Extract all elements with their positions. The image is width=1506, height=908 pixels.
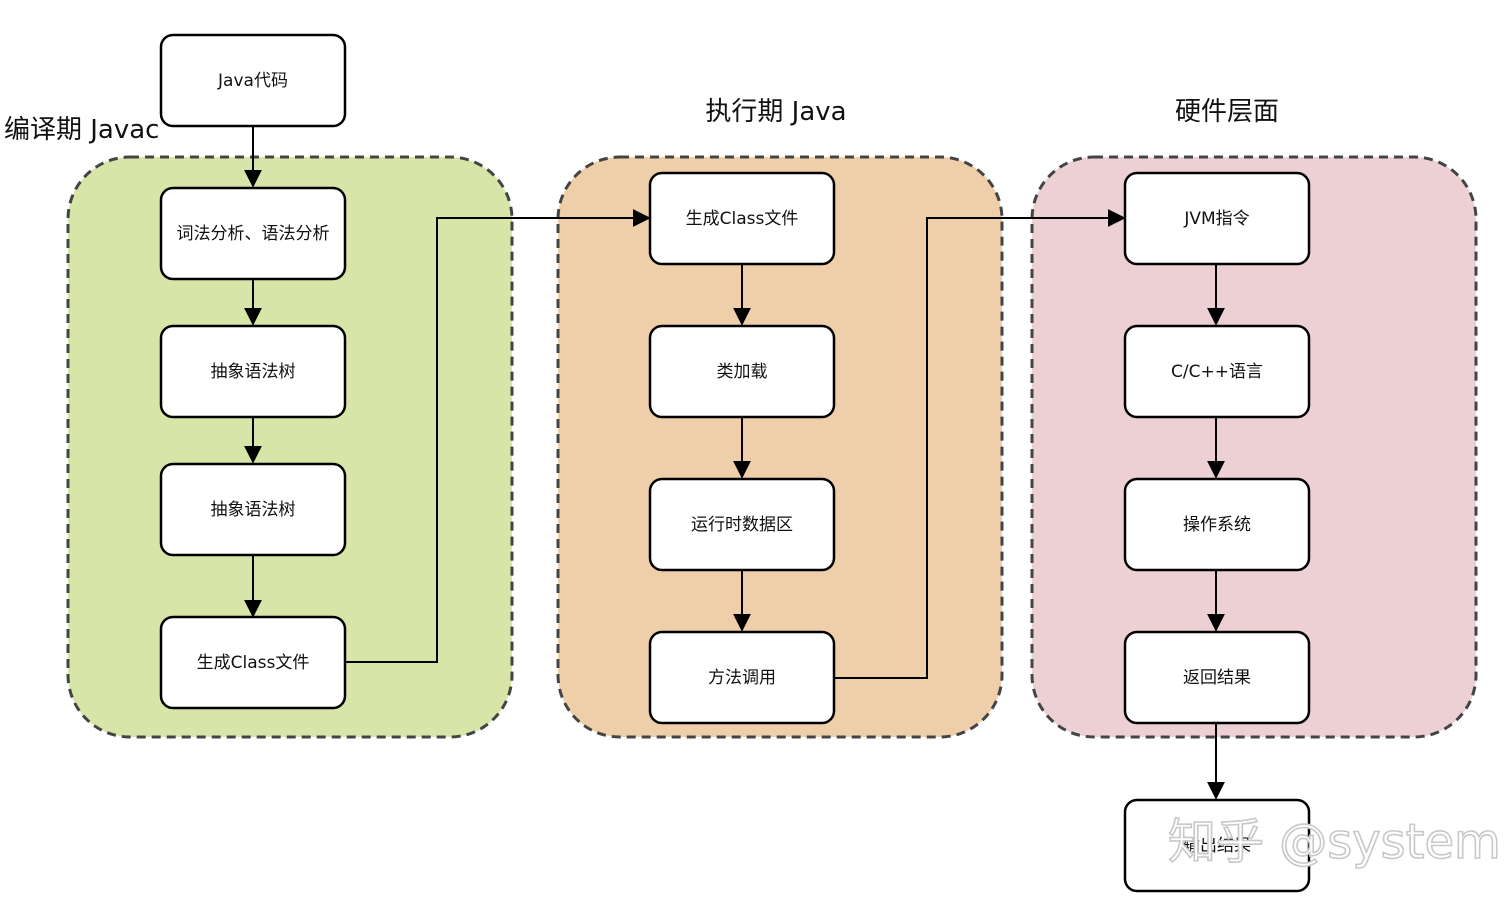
node-class-loading: 类加载	[648, 324, 836, 419]
compile-phase-title: 编译期 Javac	[4, 115, 159, 145]
node-jvm-instructions: JVM指令	[1123, 171, 1311, 266]
node-generate-class-file-compile: 生成Class文件	[159, 615, 347, 710]
node-abstract-syntax-tree-2: 抽象语法树	[159, 462, 347, 557]
node-method-invocation: 方法调用	[648, 630, 836, 725]
execute-phase-container	[556, 155, 1004, 739]
node-lexical-label: 词法分析、语法分析	[177, 224, 330, 244]
node-lexical-syntax-analysis: 词法分析、语法分析	[159, 186, 347, 281]
node-ast2-label: 抽象语法树	[211, 500, 296, 520]
hardware-phase-title: 硬件层面	[1175, 97, 1279, 127]
node-java-code: Java代码	[159, 33, 347, 128]
execute-phase-title: 执行期 Java	[705, 97, 846, 127]
node-ast1-label: 抽象语法树	[211, 362, 296, 382]
node-java-code-label: Java代码	[217, 71, 288, 91]
node-return-result: 返回结果	[1123, 630, 1311, 725]
node-os-label: 操作系统	[1183, 515, 1251, 535]
watermark: 知乎 @system	[1168, 814, 1501, 870]
node-abstract-syntax-tree-1: 抽象语法树	[159, 324, 347, 419]
node-runtime-data-label: 运行时数据区	[691, 515, 793, 535]
node-class-file-1-label: 生成Class文件	[197, 653, 310, 673]
arrow-compile-to-execute	[345, 209, 651, 663]
node-c-lang-label: C/C++语言	[1171, 362, 1263, 382]
node-c-cpp-language: C/C++语言	[1123, 324, 1311, 419]
node-generate-class-file-execute: 生成Class文件	[648, 171, 836, 266]
node-jvm-label: JVM指令	[1183, 209, 1249, 229]
node-class-load-label: 类加载	[717, 362, 768, 382]
node-class-file-2-label: 生成Class文件	[686, 209, 799, 229]
compile-phase-container	[66, 155, 514, 739]
node-output-result: 输出结果	[1123, 798, 1311, 893]
node-method-call-label: 方法调用	[708, 668, 776, 688]
node-output-result-label: 输出结果	[1183, 836, 1251, 856]
arrow-execute-to-hardware	[835, 209, 1126, 679]
node-return-result-label: 返回结果	[1183, 668, 1251, 688]
node-runtime-data-area: 运行时数据区	[648, 477, 836, 572]
connectors	[244, 126, 1225, 800]
hardware-phase-container	[1030, 155, 1478, 739]
node-operating-system: 操作系统	[1123, 477, 1311, 572]
